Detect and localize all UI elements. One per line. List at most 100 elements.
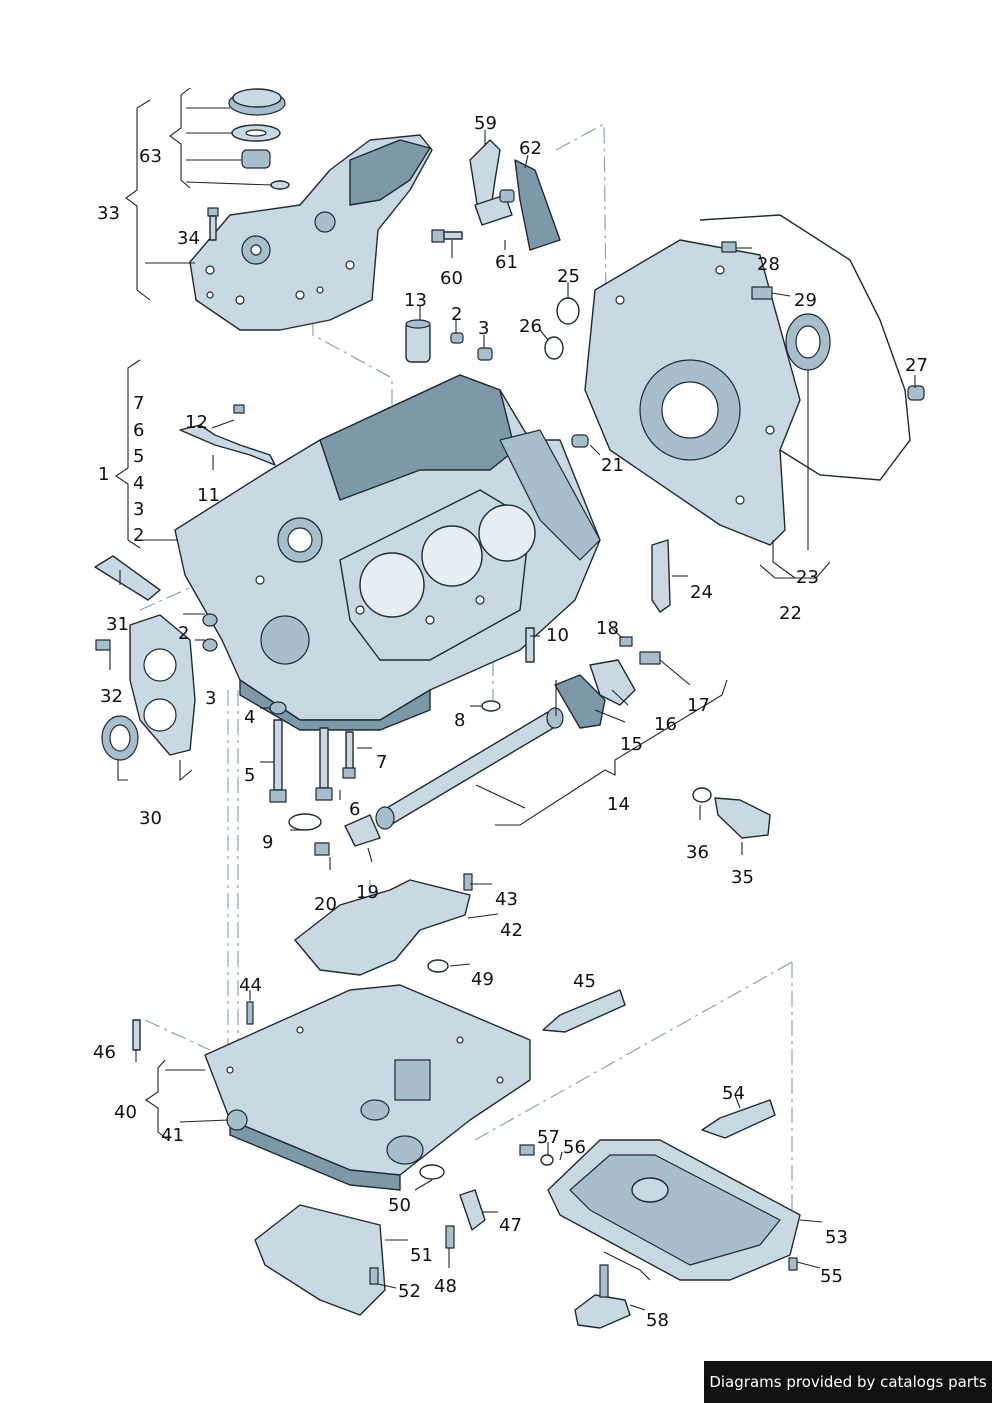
callout-2-group: 2: [133, 525, 144, 546]
callout-56: 56: [563, 1137, 586, 1158]
callout-10: 10: [546, 625, 569, 646]
callout-29: 29: [794, 290, 817, 311]
callout-26: 26: [519, 316, 542, 337]
bolt-55: [788, 1257, 798, 1271]
sleeve-21: [571, 434, 589, 448]
bolt-20: [314, 842, 330, 856]
callout-42: 42: [500, 920, 523, 941]
callout-11: 11: [197, 485, 220, 506]
plug-3: [202, 638, 218, 652]
baffle-42: [294, 879, 471, 976]
oring-8: [481, 700, 501, 712]
bolt-46: [132, 1019, 141, 1051]
plug-57: [519, 1144, 535, 1156]
leader-lines: [109, 87, 916, 1311]
callout-6-group: 6: [133, 420, 144, 441]
callout-16: 16: [654, 714, 677, 735]
pin-44: [246, 1001, 254, 1025]
callout-20: 20: [314, 894, 337, 915]
oring-49: [427, 959, 449, 973]
callout-44: 44: [239, 975, 262, 996]
callout-40: 40: [114, 1102, 137, 1123]
callout-19: 19: [356, 882, 379, 903]
seal-ring-25: [556, 297, 580, 325]
callout-49: 49: [471, 969, 494, 990]
callout-45: 45: [573, 971, 596, 992]
engine-block: [174, 374, 601, 731]
callout-18: 18: [596, 618, 619, 639]
valve-47: [459, 1189, 486, 1231]
callout-59: 59: [474, 113, 497, 134]
callout-14: 14: [607, 794, 630, 815]
cover-plate-32: [101, 614, 196, 761]
callout-52: 52: [398, 1281, 421, 1302]
oil-pan-lower-53: [547, 1139, 801, 1281]
callout-36: 36: [686, 842, 709, 863]
callout-54: 54: [722, 1083, 745, 1104]
callout-33: 33: [97, 203, 120, 224]
callout-labels: 33 63 34 59 62 60 61 25 26 13 2 3 28 29 …: [93, 113, 928, 1331]
callout-3-top: 3: [478, 318, 489, 339]
callout-27: 27: [905, 355, 928, 376]
callout-35: 35: [731, 867, 754, 888]
callout-53: 53: [825, 1227, 848, 1248]
gasket-23: [699, 214, 911, 481]
callout-4-group: 4: [133, 473, 144, 494]
callout-57: 57: [537, 1127, 560, 1148]
callout-58: 58: [646, 1310, 669, 1331]
small-parts-13-2-3: [405, 319, 493, 363]
callout-8: 8: [454, 710, 465, 731]
bolt-48: [445, 1225, 455, 1249]
sealant-45: [542, 989, 626, 1033]
bolt-12: [233, 404, 245, 414]
callout-3-group: 3: [133, 499, 144, 520]
seal-56: [540, 1154, 554, 1166]
callout-30: 30: [139, 808, 162, 829]
callout-5: 5: [244, 765, 255, 786]
callout-6: 6: [349, 799, 360, 820]
bolt-52: [369, 1267, 379, 1285]
callout-51: 51: [410, 1245, 433, 1266]
callout-48: 48: [434, 1276, 457, 1297]
cylinder-head-cover: [189, 134, 433, 331]
callout-3-side: 3: [205, 688, 216, 709]
callout-12: 12: [185, 412, 208, 433]
oil-filler-cap-assembly: [228, 88, 290, 190]
bolt-28: [721, 241, 737, 253]
callout-43: 43: [495, 889, 518, 910]
callout-23: 23: [796, 567, 819, 588]
pin-27: [907, 385, 925, 401]
bolt-34: [207, 207, 219, 241]
callout-60: 60: [440, 268, 463, 289]
callout-46: 46: [93, 1042, 116, 1063]
sealant-tube-31: [94, 555, 161, 601]
credit-banner: Diagrams provided by catalogs parts: [704, 1361, 992, 1403]
callout-32: 32: [100, 686, 123, 707]
callout-9: 9: [262, 832, 273, 853]
balance-shaft-14: [344, 636, 661, 847]
callout-17: 17: [687, 695, 710, 716]
callout-47: 47: [499, 1215, 522, 1236]
plug-2: [202, 613, 218, 627]
callout-34: 34: [177, 228, 200, 249]
oil-level-sensor-58: [574, 1294, 631, 1329]
callout-61: 61: [495, 252, 518, 273]
callout-21: 21: [601, 455, 624, 476]
plug-35: [714, 797, 771, 839]
oring-9: [288, 813, 322, 831]
callout-62: 62: [519, 138, 542, 159]
baffle-51: [254, 1204, 386, 1316]
callout-7-group: 7: [133, 393, 144, 414]
bolt-31: [95, 639, 111, 651]
bolt-43: [463, 873, 473, 891]
callout-28: 28: [757, 254, 780, 275]
shaft-seal-29-bore: [795, 325, 821, 359]
callout-13: 13: [404, 290, 427, 311]
callout-63: 63: [139, 146, 162, 167]
callout-2-top: 2: [451, 304, 462, 325]
oring-50: [419, 1164, 445, 1180]
oil-pipe-12: [179, 424, 276, 466]
bolt-10: [525, 627, 535, 663]
callout-15: 15: [620, 734, 643, 755]
